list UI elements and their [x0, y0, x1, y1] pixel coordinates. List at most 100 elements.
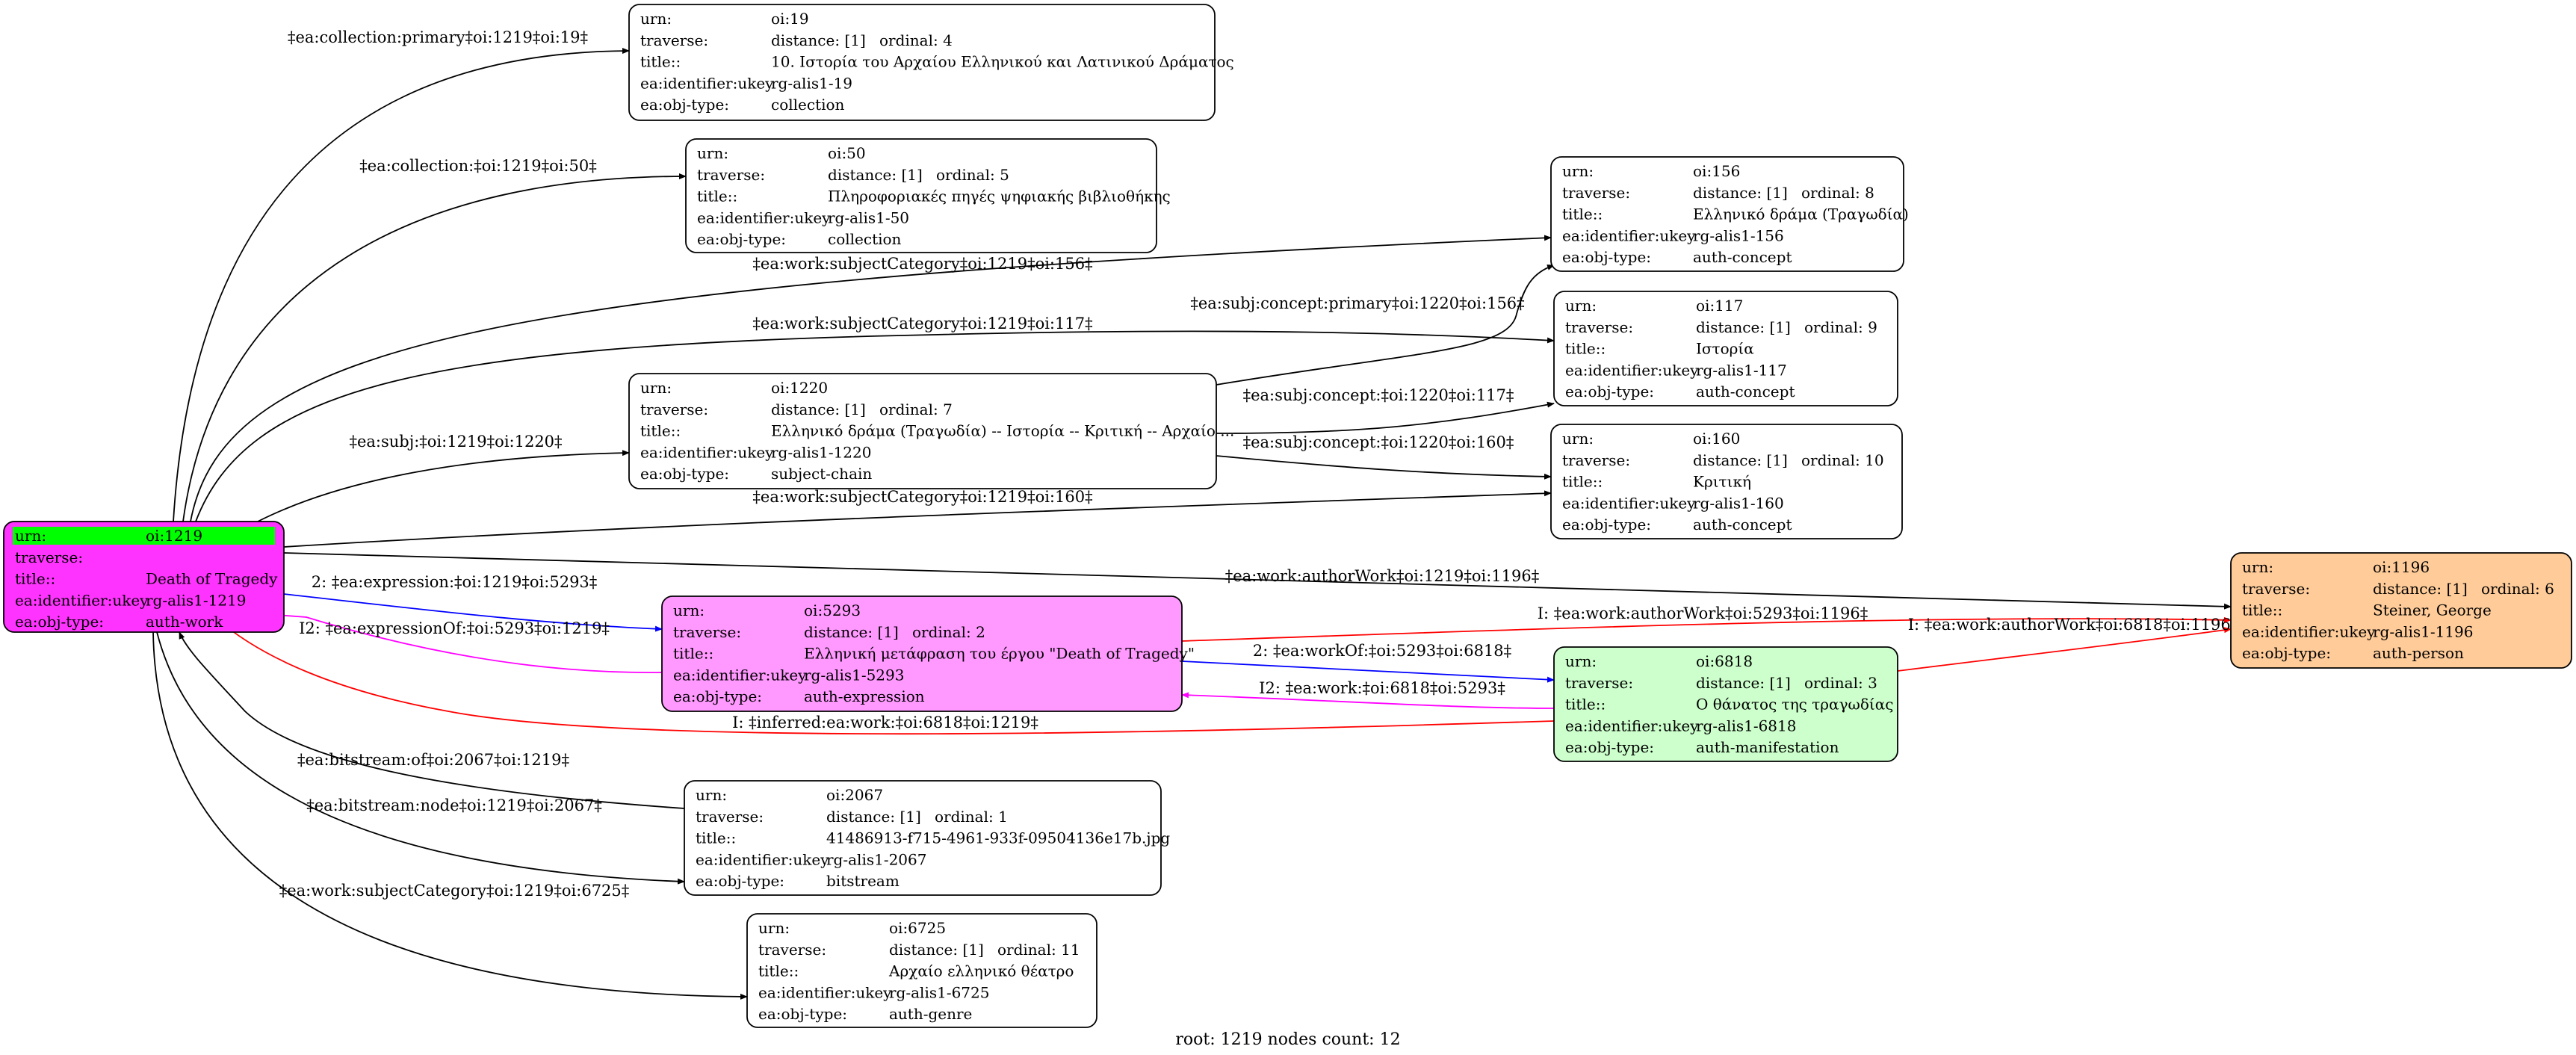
field-value: 41486913-f715-4961-933f-09504136e17b.jpg [826, 829, 1170, 847]
field-value: rg-alis1-1219 [146, 591, 246, 609]
field-value: distance: [1] [1696, 318, 1791, 336]
edge-label: ‡ea:collection:primary‡oi:1219‡oi:19‡ [288, 28, 588, 46]
field-value: distance: [1] [804, 623, 899, 641]
field-label: urn: [673, 601, 705, 619]
node-box [1553, 646, 1898, 762]
edge-e9 [283, 490, 1552, 548]
edge-e7 [1216, 401, 1555, 434]
edge-label: ‡ea:work:authorWork‡oi:1219‡oi:1196‡ [1225, 567, 1540, 585]
field-label: ea:obj-type: [640, 96, 729, 114]
field-label: ea:obj-type: [758, 1005, 847, 1023]
edges-layer: ‡ea:collection:primary‡oi:1219‡oi:19‡ ‡ea… [152, 28, 2238, 1000]
field-label: ea:identifier:ukey [697, 208, 831, 226]
edge-e18 [179, 631, 685, 809]
field-value: Αρχαίο ελληνικό θέατρο [888, 962, 1074, 980]
field-label: traverse: [1565, 318, 1633, 336]
field-value: rg-alis1-50 [828, 208, 909, 226]
edge-e12 [226, 608, 663, 673]
field-label: title:: [1565, 696, 1606, 714]
edge-label: ‡ea:work:subjectCategory‡oi:1219‡oi:117‡ [752, 315, 1092, 332]
field-value: auth-person [2373, 644, 2464, 662]
field-value: distance: [1] [771, 31, 866, 49]
field-value: rg-alis1-6725 [889, 983, 989, 1001]
field-value: Death of Tragedy [146, 570, 278, 588]
edge-label: I: ‡ea:work:authorWork‡oi:5293‡oi:1196‡ [1538, 604, 1868, 622]
node-box [685, 138, 1157, 253]
field-label: ea:identifier:ukey [758, 983, 892, 1001]
edge-label: ‡ea:work:subjectCategory‡oi:1219‡oi:160‡ [752, 488, 1092, 506]
edge-e19 [156, 631, 685, 885]
field-value: oi:19 [771, 10, 809, 28]
field-value: distance: [1] [2373, 580, 2468, 598]
node-box [1550, 424, 1903, 539]
edge-label: I2: ‡ea:expressionOf:‡oi:5293‡oi:1219‡ [299, 619, 610, 637]
field-label: urn: [640, 10, 672, 28]
node-box [628, 4, 1216, 121]
node-box [3, 521, 285, 633]
field-value: oi:156 [1693, 162, 1740, 180]
field-value: bitstream [826, 872, 900, 890]
edge-label: I: ‡inferred:ea:work:‡oi:6818‡oi:1219‡ [732, 714, 1038, 731]
edge-e20 [152, 631, 748, 1000]
field-value: oi:160 [1693, 430, 1740, 448]
field-value: rg-alis1-1196 [2373, 622, 2473, 640]
edge-label: ‡ea:bitstream:node‡oi:1219‡oi:2067‡ [306, 796, 602, 814]
field-value: Ο θάνατος της τραγωδίας [1696, 696, 1893, 714]
field-value: oi:6818 [1696, 652, 1753, 670]
edge-e6 [1216, 264, 1555, 386]
ordinal-value: ordinal: 9 [1804, 318, 1877, 336]
field-label: urn: [697, 144, 728, 162]
field-label: traverse: [758, 941, 826, 959]
field-value: distance: [1] [1693, 184, 1788, 202]
field-label: ea:obj-type: [2242, 644, 2331, 662]
node-box [684, 780, 1162, 896]
field-label: urn: [2242, 558, 2273, 576]
edge-label: ‡ea:subj:concept:‡oi:1220‡oi:117‡ [1243, 386, 1514, 404]
field-value: auth-expression [804, 687, 925, 705]
field-label: ea:identifier:ukey [15, 591, 149, 609]
field-label: title:: [2242, 601, 2282, 619]
field-value: auth-concept [1693, 516, 1792, 533]
field-label: traverse: [640, 400, 708, 418]
field-value: rg-alis1-6818 [1696, 717, 1796, 734]
edge-e1 [173, 48, 630, 522]
field-value: distance: [1] [889, 941, 984, 959]
field-label: urn: [1565, 297, 1597, 315]
edge-label: ‡ea:collection:‡oi:1219‡oi:50‡ [359, 157, 596, 175]
node-box [1553, 291, 1898, 406]
field-label: title:: [696, 829, 736, 847]
field-label: ea:identifier:ukey [696, 850, 829, 868]
edge-e17 [216, 618, 1555, 735]
field-label: title:: [673, 645, 713, 663]
edge-label: 2: ‡ea:workOf:‡oi:5293‡oi:6818‡ [1253, 642, 1511, 660]
field-label: ea:identifier:ukey [1565, 361, 1699, 379]
nodes-layer: urn: oi:19 traverse: distance: [1] ordinal: … [3, 4, 2572, 1028]
field-value: oi:2067 [826, 786, 883, 804]
field-value: auth-work [146, 613, 223, 631]
field-label: traverse: [696, 808, 764, 826]
node-box [1550, 156, 1904, 272]
edge-e4 [195, 330, 1555, 522]
field-label: ea:identifier:ukey [1562, 494, 1696, 512]
ordinal-value: ordinal: 7 [879, 400, 953, 418]
field-label: ea:obj-type: [1562, 516, 1651, 533]
ordinal-value: ordinal: 6 [2481, 580, 2554, 598]
field-label: traverse: [1562, 184, 1630, 202]
ordinal-value: ordinal: 5 [936, 166, 1009, 184]
field-value: oi:1220 [771, 379, 828, 397]
field-label: ea:obj-type: [697, 230, 786, 248]
footer-caption: root: 1219 nodes count: 12 [1175, 1030, 1400, 1049]
field-value: auth-concept [1696, 383, 1795, 400]
